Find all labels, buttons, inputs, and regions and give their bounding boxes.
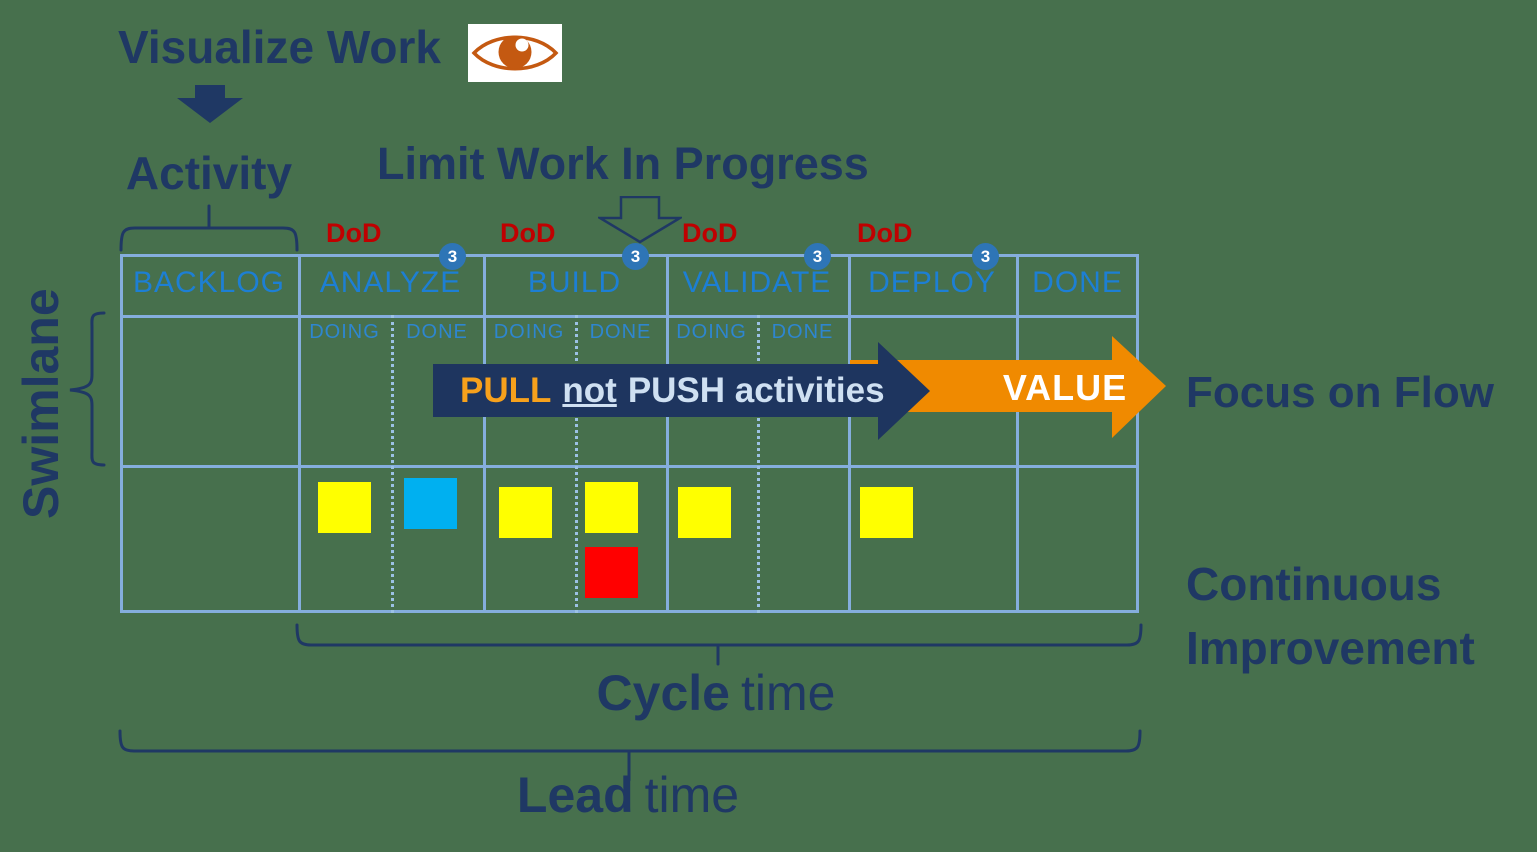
- column-header-build: BUILD: [527, 266, 622, 299]
- sticky-note-yellow: [499, 487, 552, 538]
- subcolumn-header-doing: DOING: [493, 321, 565, 343]
- board-column-line: [483, 254, 486, 613]
- lead-word: Lead: [516, 767, 634, 823]
- dod-label: DoD: [682, 218, 738, 248]
- column-header-done: DONE: [1032, 266, 1123, 299]
- wip-limit-badge: 3: [439, 243, 466, 270]
- swimlane-brace: [69, 311, 106, 467]
- pull-not-push-label: PULL not PUSH activities: [460, 371, 885, 411]
- not-word: not: [562, 371, 617, 410]
- pull-arrow: [433, 342, 930, 440]
- wip-limit-badge: 3: [972, 243, 999, 270]
- board-column-line: [666, 254, 669, 613]
- subcolumn-divider: [575, 315, 578, 613]
- dod-label: DoD: [500, 218, 556, 248]
- board-row-line: [120, 315, 1139, 318]
- cycle-word: Cycle: [596, 665, 730, 721]
- column-header-validate: VALIDATE: [682, 266, 832, 299]
- down-arrow-outline-icon: [598, 196, 682, 244]
- down-arrow-icon: [177, 85, 243, 123]
- subcolumn-divider: [391, 315, 394, 613]
- sticky-note-red: [585, 547, 638, 598]
- push-activities-words: PUSH activities: [627, 371, 885, 410]
- sticky-note-yellow: [585, 482, 638, 533]
- value-arrow: [850, 336, 1166, 438]
- subcolumn-header-doing: DOING: [676, 321, 747, 343]
- continuous-improvement-line2: Improvement: [1186, 622, 1475, 674]
- sticky-note-yellow: [860, 487, 913, 538]
- activity-label: Activity: [125, 147, 293, 199]
- sticky-note-yellow: [678, 487, 731, 538]
- visualize-work-label: Visualize Work: [118, 21, 441, 73]
- dod-label: DoD: [326, 218, 382, 248]
- column-header-backlog: BACKLOG: [132, 266, 286, 299]
- continuous-improvement-line1: Continuous: [1186, 558, 1442, 610]
- continuous-improvement-label: Continuous Improvement: [1186, 552, 1475, 680]
- board-column-line: [298, 254, 301, 613]
- sticky-note-yellow: [318, 482, 371, 533]
- board-column-line: [848, 254, 851, 613]
- value-label: VALUE: [1002, 367, 1128, 408]
- column-header-analyze: ANALYZE: [319, 266, 462, 299]
- wip-limit-badge: 3: [804, 243, 831, 270]
- lead-time-brace: [118, 729, 1142, 782]
- lead-time-word: time: [644, 767, 740, 823]
- focus-on-flow-label: Focus on Flow: [1186, 368, 1494, 417]
- pull-word: PULL: [460, 371, 552, 410]
- dod-label: DoD: [857, 218, 913, 248]
- cycle-time-brace: [295, 623, 1143, 666]
- cycle-time-word: time: [740, 665, 836, 721]
- subcolumn-header-done: DONE: [771, 321, 834, 343]
- limit-wip-label: Limit Work In Progress: [377, 138, 869, 189]
- eye-icon: [468, 24, 562, 82]
- subcolumn-divider: [757, 315, 760, 613]
- column-header-deploy: DEPLOY: [868, 266, 996, 299]
- board-column-line: [1016, 254, 1019, 613]
- subcolumn-header-done: DONE: [589, 321, 652, 343]
- wip-limit-badge: 3: [622, 243, 649, 270]
- sticky-note-cyan: [404, 478, 457, 529]
- activity-brace: [119, 204, 299, 252]
- board-row-line: [120, 465, 1139, 468]
- subcolumn-header-doing: DOING: [309, 321, 380, 343]
- subcolumn-header-done: DONE: [406, 321, 468, 343]
